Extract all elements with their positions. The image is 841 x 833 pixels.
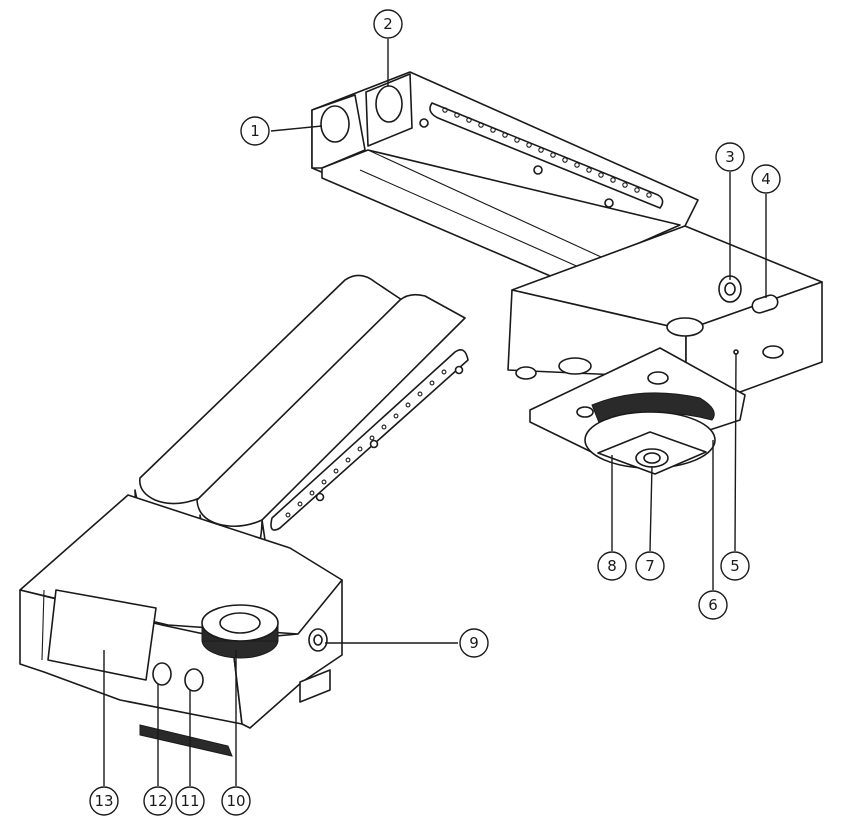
callout-9: 9 — [459, 628, 489, 658]
callout-7: 7 — [635, 551, 665, 581]
callout-8-label: 8 — [607, 557, 617, 575]
callout-1: 1 — [240, 116, 270, 146]
top-microphone-bar — [311, 71, 699, 279]
callout-3: 3 — [715, 142, 745, 172]
callout-10: 10 — [221, 786, 251, 816]
front-bar-vent-holes — [285, 369, 447, 518]
top-bar-vent-holes — [442, 107, 652, 198]
callout-6-label: 6 — [708, 596, 718, 614]
front-microphone-bars — [134, 274, 469, 573]
callout-2: 2 — [373, 9, 403, 39]
callout-7-label: 7 — [645, 557, 655, 575]
top-base-unit — [507, 225, 823, 475]
callout-12: 12 — [143, 786, 173, 816]
callout-4-label: 4 — [761, 170, 771, 188]
callout-10-label: 10 — [226, 792, 245, 810]
callout-13-label: 13 — [94, 792, 113, 810]
callout-4: 4 — [751, 164, 781, 194]
callout-3-label: 3 — [725, 148, 735, 166]
callout-11: 11 — [175, 786, 205, 816]
callout-11-label: 11 — [180, 792, 199, 810]
callout-1-label: 1 — [250, 122, 260, 140]
callout-5: 5 — [720, 551, 750, 581]
callout-6: 6 — [698, 590, 728, 620]
leader-lines — [103, 39, 767, 786]
front-base-body — [19, 494, 343, 757]
callout-12-label: 12 — [148, 792, 167, 810]
callout-13: 13 — [89, 786, 119, 816]
callout-8: 8 — [597, 551, 627, 581]
callout-2-label: 2 — [383, 15, 393, 33]
callout-5-label: 5 — [730, 557, 740, 575]
callout-9-label: 9 — [469, 634, 479, 652]
